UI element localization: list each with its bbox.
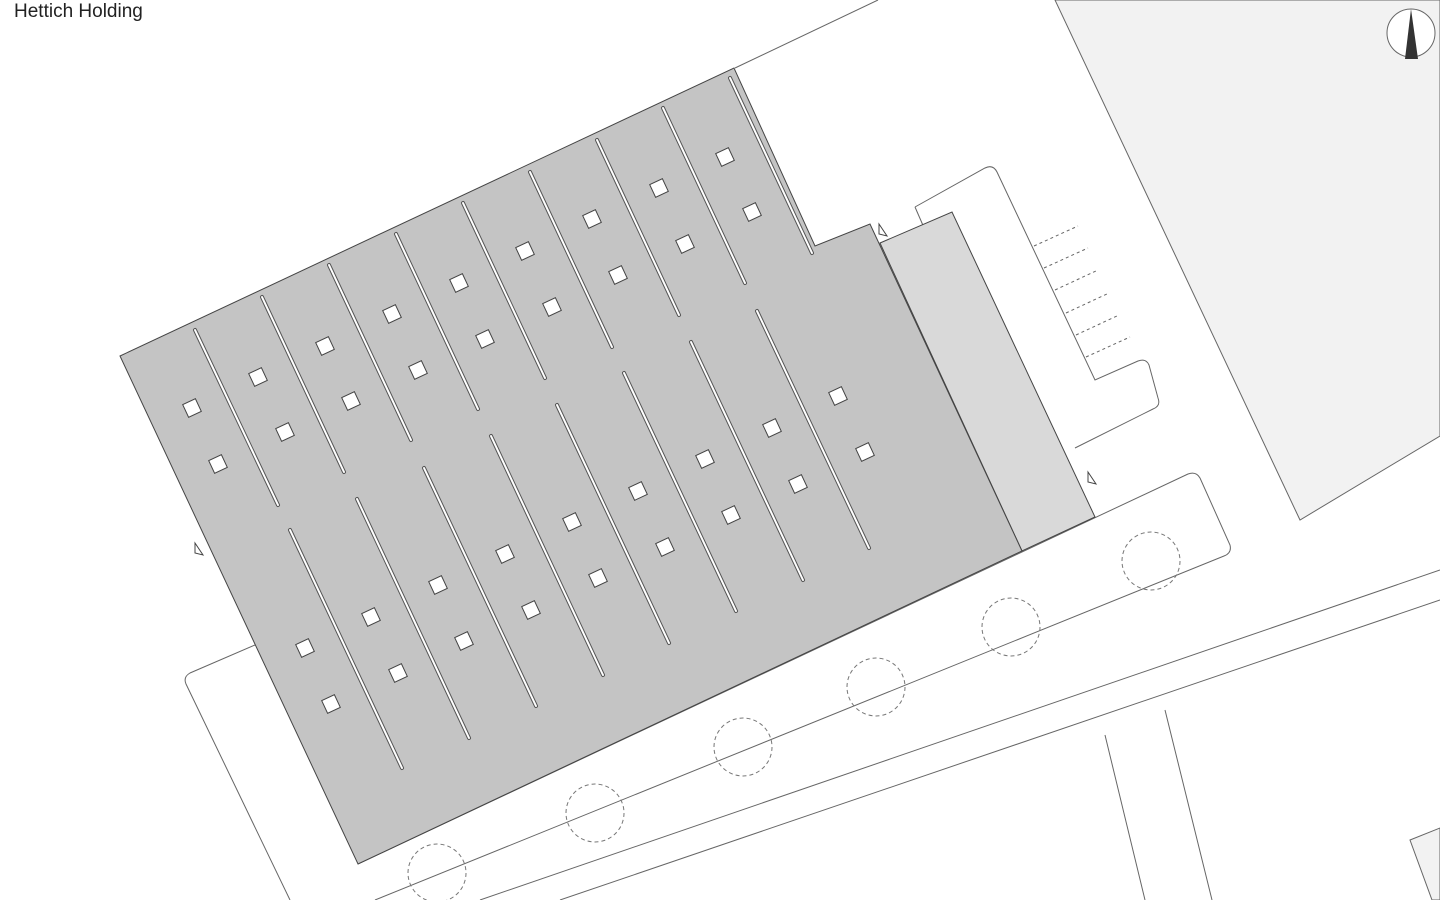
skylight-strip (596, 139, 680, 316)
skylight-strip (529, 171, 613, 348)
skylight-strip (462, 202, 546, 379)
skylight-square (408, 360, 428, 380)
skylight-square (628, 481, 648, 501)
skylight-strip (662, 107, 746, 284)
skylight-square (515, 241, 535, 261)
tree (1121, 531, 1181, 591)
stairs (1033, 225, 1131, 358)
skylight-square (388, 663, 408, 683)
skylight-square (521, 600, 541, 620)
skylight-strip (690, 341, 804, 581)
skylight-square (655, 537, 675, 557)
skylight-strip (261, 296, 345, 473)
skylight-square (315, 336, 335, 356)
tree (407, 843, 467, 900)
tree (713, 717, 773, 777)
skylight-square (588, 568, 608, 588)
skylight-square (382, 304, 402, 324)
neighbor-block (1054, 0, 1440, 521)
skylight-square (248, 367, 268, 387)
skylight-strip (623, 372, 737, 612)
skylight-square (582, 209, 602, 229)
skylight-square (715, 147, 735, 167)
skylight-strip (556, 404, 670, 644)
skylight-square (828, 386, 848, 406)
skylight-square (361, 607, 381, 627)
skylight-square (742, 202, 762, 222)
trees (407, 531, 1181, 900)
skylight-square (695, 449, 715, 469)
skylight-square (449, 273, 469, 293)
site-lines (184, 0, 1440, 900)
skylight-strip (729, 77, 813, 254)
tree (981, 597, 1041, 657)
skylight-strip (395, 233, 479, 410)
skylight-square (295, 638, 315, 658)
north-arrow-icon (1386, 8, 1436, 59)
skylight-square (341, 391, 361, 411)
skylight-square (721, 505, 741, 525)
entrance-marker-icon (194, 541, 205, 556)
skylight-square (608, 265, 628, 285)
skylight-square (428, 575, 448, 595)
skylight-strip (356, 498, 470, 739)
skylight-strip (328, 264, 412, 441)
skylight-square (495, 544, 515, 564)
skylight-square (208, 454, 228, 474)
skylight-strip (289, 529, 403, 769)
tree (846, 657, 906, 717)
skylight-square (562, 512, 582, 532)
skylight-square (182, 398, 202, 418)
skylight-strip (423, 467, 537, 707)
skylight-square (454, 631, 474, 651)
entrance-marker-icon (1087, 470, 1098, 485)
skylight-square (275, 422, 295, 442)
skylight-square (855, 442, 875, 462)
tree (565, 783, 625, 843)
drawing-title: Hettich Holding (14, 1, 143, 22)
skylights (182, 76, 875, 770)
skylight-square (321, 694, 341, 714)
skylight-strip (490, 435, 604, 676)
skylight-square (649, 178, 669, 198)
main-roof (119, 67, 1023, 865)
neighbor-block-bottom (1409, 827, 1440, 900)
skylight-strip (194, 329, 279, 506)
skylight-strip (756, 310, 870, 549)
skylight-square (788, 474, 808, 494)
skylight-square (675, 234, 695, 254)
skylight-square (542, 297, 562, 317)
entrance-marker-icon (878, 222, 889, 237)
skylight-square (475, 329, 495, 349)
skylight-square (762, 418, 782, 438)
